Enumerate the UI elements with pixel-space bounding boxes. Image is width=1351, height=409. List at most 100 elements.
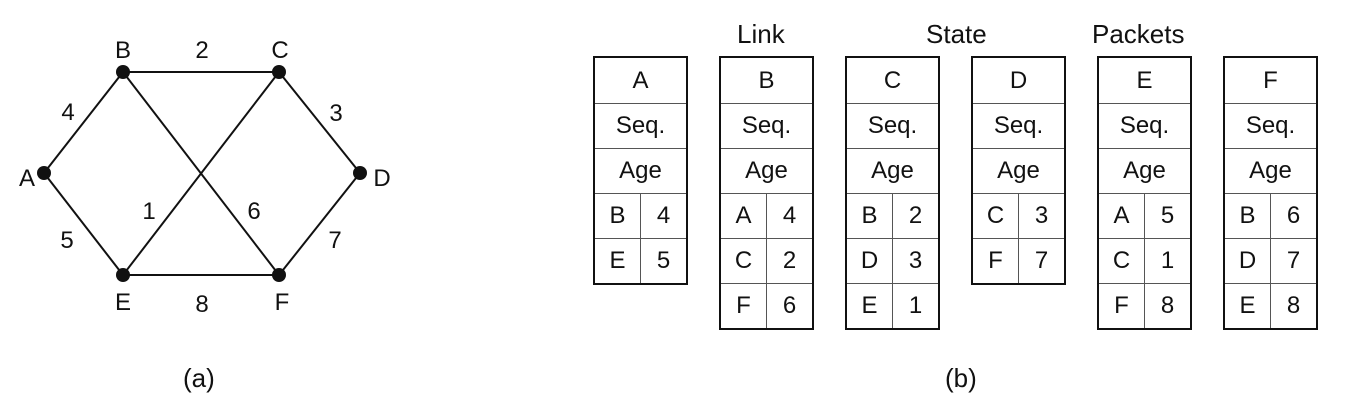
cost-cell: 4: [782, 202, 797, 229]
caption-b: (b): [945, 363, 977, 393]
neighbor-cell: B: [1225, 194, 1271, 238]
neighbor-cell: E: [1225, 284, 1271, 328]
node-d-label: D: [373, 165, 390, 192]
cost-cell: 6: [782, 292, 797, 319]
packet-seq-row: Seq.: [973, 103, 1064, 148]
neighbor-cell: C: [721, 239, 767, 283]
packet-age-row: Age: [595, 148, 686, 193]
node-b-dot: [116, 65, 130, 79]
edge-weight-c-d: 3: [329, 100, 342, 127]
node-c-label: C: [271, 37, 288, 64]
packet-node-header: A: [632, 66, 649, 94]
node-a-dot: [37, 166, 51, 180]
neighbor-cell: E: [595, 239, 641, 283]
cost-cell: 1: [1160, 247, 1175, 274]
packet-node-header: E: [1136, 66, 1153, 94]
neighbor-cell: A: [1099, 194, 1145, 238]
graph-node-labels: A B C D E F: [19, 37, 391, 316]
edge-a-e: [43, 172, 124, 276]
packet-seq-row: Seq.: [595, 103, 686, 148]
graph-nodes: [37, 65, 367, 282]
node-f-dot: [272, 268, 286, 282]
cost-cell: 7: [1286, 247, 1301, 274]
packet-age-row: Age: [1225, 148, 1316, 193]
cost-cell: 4: [656, 202, 671, 229]
cost-cell: 5: [656, 247, 671, 274]
graph-edges: [43, 71, 361, 276]
node-c-dot: [272, 65, 286, 79]
cost-cell: 3: [908, 247, 923, 274]
packet-node-header: D: [1009, 66, 1028, 94]
edge-d-f: [278, 172, 361, 276]
caption-a: (a): [183, 363, 215, 393]
neighbor-cell: A: [721, 194, 767, 238]
edge-a-b: [43, 71, 124, 174]
node-e-label: E: [115, 289, 131, 316]
packet-node-header: B: [758, 66, 775, 94]
packet-node-header: C: [883, 66, 902, 94]
cost-cell: 6: [1286, 202, 1301, 229]
packet-age-row: Age: [973, 148, 1064, 193]
node-d-dot: [353, 166, 367, 180]
cost-cell: 2: [782, 247, 797, 274]
neighbor-cell: B: [595, 194, 641, 238]
heading-word-packets: Packets: [1092, 19, 1185, 49]
cost-cell: 8: [1160, 292, 1175, 319]
cost-cell: 7: [1034, 247, 1049, 274]
node-e-dot: [116, 268, 130, 282]
edge-weight-e-f: 8: [195, 291, 208, 318]
packet-age-row: Age: [847, 148, 938, 193]
cost-cell: 1: [908, 292, 923, 319]
neighbor-cell: F: [973, 239, 1019, 283]
neighbor-cell: C: [1099, 239, 1145, 283]
edge-weight-b-c: 2: [195, 37, 208, 64]
cost-cell: 5: [1160, 202, 1175, 229]
cost-cell: 3: [1034, 202, 1049, 229]
edge-weight-labels: 2 4 3 5 1 6 7 8: [60, 37, 342, 318]
edge-weight-a-b: 4: [61, 99, 74, 126]
neighbor-cell: D: [847, 239, 893, 283]
neighbor-cell: C: [973, 194, 1019, 238]
edge-weight-a-e: 5: [60, 227, 73, 254]
node-b-label: B: [115, 37, 131, 64]
packet-seq-row: Seq.: [1099, 103, 1190, 148]
neighbor-cell: D: [1225, 239, 1271, 283]
edge-weight-c-e: 1: [142, 198, 155, 225]
packet-seq-row: Seq.: [1225, 103, 1316, 148]
packet-seq-row: Seq.: [847, 103, 938, 148]
packet-seq-row: Seq.: [721, 103, 812, 148]
edge-c-d: [278, 71, 361, 174]
packet-node-header: F: [1263, 66, 1278, 94]
network-graph: 2 4 3 5 1 6 7 8 A B C D E F: [19, 37, 391, 318]
node-a-label: A: [19, 165, 35, 192]
cost-cell: 2: [908, 202, 923, 229]
heading-word-link: Link: [737, 19, 785, 49]
neighbor-cell: F: [1099, 284, 1145, 328]
edge-b-f: [122, 71, 280, 276]
node-f-label: F: [275, 289, 290, 316]
edge-weight-b-f: 6: [247, 198, 260, 225]
edge-weight-d-f: 7: [328, 227, 341, 254]
neighbor-cell: E: [847, 284, 893, 328]
